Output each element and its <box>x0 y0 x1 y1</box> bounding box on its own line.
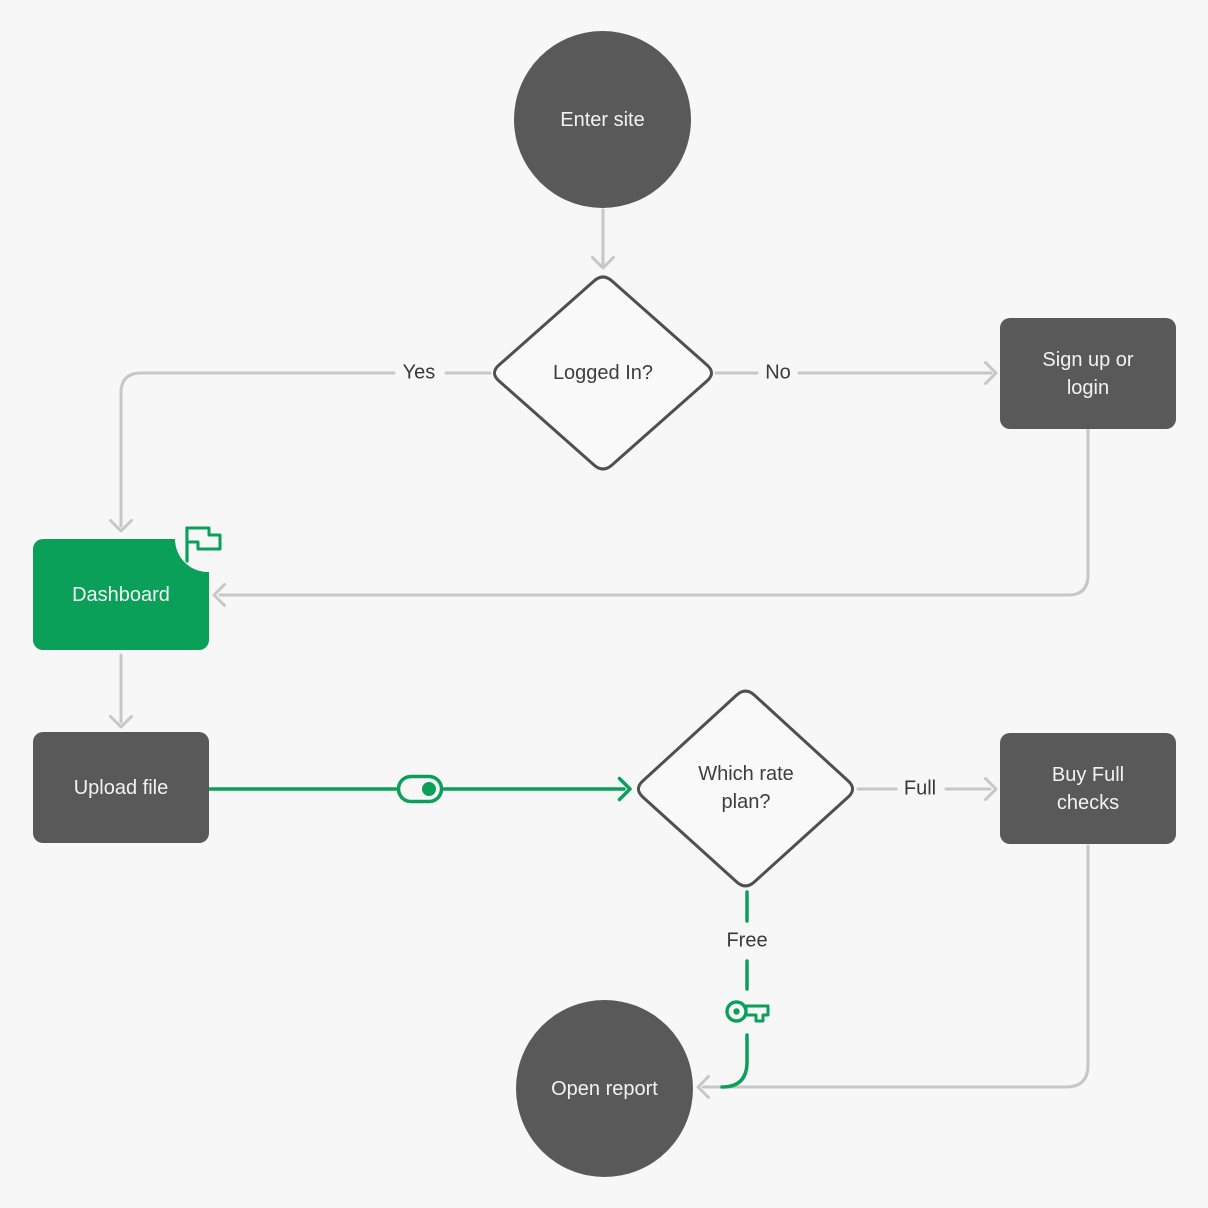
edge-label-full: Full <box>897 776 943 802</box>
arrowhead-left-icon <box>696 1075 710 1099</box>
arrowhead-down-icon <box>591 256 615 270</box>
edge-dashboard-to-upload[interactable] <box>109 653 133 729</box>
edge-yes[interactable] <box>109 371 492 533</box>
node-rate-plan-label: Which rate plan? <box>698 763 794 813</box>
node-open-report[interactable]: Open report <box>516 1000 693 1177</box>
node-dashboard-label: Dashboard <box>72 583 170 606</box>
arrowhead-right-icon <box>617 776 632 802</box>
node-sign-up[interactable]: Sign up or login <box>1000 318 1176 429</box>
edge-label-no: No <box>759 360 797 386</box>
edge-line <box>701 844 1090 1089</box>
node-upload-file[interactable]: Upload file <box>33 732 209 843</box>
edge-line <box>119 371 396 528</box>
edge-full[interactable] <box>856 777 998 801</box>
arrowhead-right-icon <box>984 361 998 385</box>
node-rate-plan[interactable] <box>636 689 855 888</box>
node-logged-in[interactable] <box>493 275 713 471</box>
arrowhead-right-icon <box>984 777 998 801</box>
node-logged-in-label: Logged In? <box>552 362 654 384</box>
key-teeth <box>744 1004 770 1023</box>
node-enter-site[interactable]: Enter site <box>514 31 691 208</box>
key-bow-dot <box>733 1008 740 1015</box>
toggle-icon[interactable] <box>396 774 444 804</box>
edge-line <box>720 1033 749 1089</box>
node-buy-full[interactable]: Buy Full checks <box>1000 733 1176 844</box>
key-icon[interactable] <box>725 1000 770 1023</box>
edge-line <box>218 427 1090 597</box>
flag-banner <box>185 526 222 551</box>
edge-signup-to-dashboard[interactable] <box>212 427 1090 607</box>
node-sign-up-label: Sign up or login <box>1042 348 1134 399</box>
edge-label-yes: Yes <box>396 360 442 386</box>
edge-enter-to-loggedin[interactable] <box>591 208 615 270</box>
arrowhead-down-icon <box>109 519 133 533</box>
edge-no[interactable] <box>714 361 998 385</box>
edge-label-free: Free <box>720 928 774 954</box>
edge-buyfull-to-report[interactable] <box>696 844 1090 1099</box>
arrowhead-left-icon <box>212 583 226 607</box>
node-dashboard[interactable]: Dashboard <box>33 506 241 650</box>
flag-icon[interactable] <box>170 512 230 572</box>
edge-upload-to-rateplan[interactable] <box>207 774 632 804</box>
node-buy-full-label: Buy Full checks <box>1051 763 1125 814</box>
arrowhead-down-icon <box>109 715 133 729</box>
node-enter-site-label: Enter site <box>560 108 645 131</box>
node-upload-file-label: Upload file <box>73 776 169 799</box>
toggle-knob <box>422 782 436 796</box>
node-open-report-label: Open report <box>551 1077 658 1100</box>
edge-free[interactable] <box>720 890 770 1089</box>
